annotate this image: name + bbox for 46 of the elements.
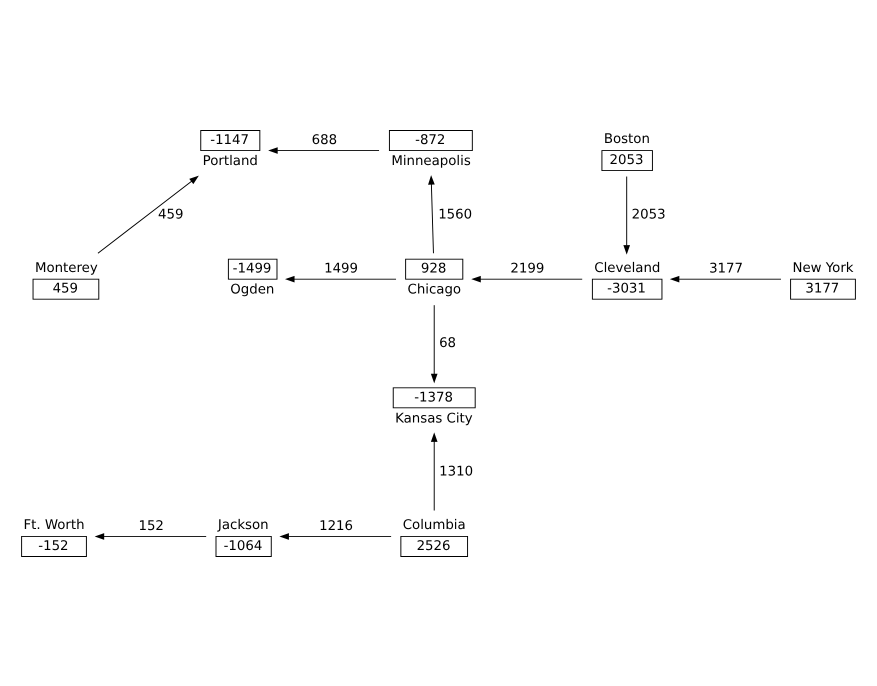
arrow (97, 175, 199, 254)
node-label: Monterey (34, 260, 98, 276)
node-box: 2526 (400, 535, 468, 556)
node-box: -3031 (592, 278, 662, 300)
arrow (268, 146, 380, 154)
arrow (623, 176, 630, 254)
node-label: Portland (202, 154, 258, 169)
node-label: Columbia (402, 518, 466, 533)
edge-label: 688 (312, 132, 338, 148)
arrow (430, 432, 438, 510)
node-label: Boston (604, 132, 650, 147)
edge-label: 2199 (510, 261, 544, 276)
edge-label: 68 (439, 336, 456, 351)
arrow (94, 532, 207, 540)
node-label: Kansas City (395, 410, 473, 426)
arrow (471, 275, 583, 282)
edge-label: 459 (158, 206, 184, 222)
edge-label: 1499 (324, 261, 358, 276)
edge-label: 2053 (632, 206, 666, 222)
node-box: 3177 (790, 278, 856, 300)
node-label: Chicago (408, 282, 462, 298)
edge-label: 1310 (439, 464, 474, 480)
node-box: -1147 (200, 130, 260, 151)
node-label: Ogden (230, 282, 274, 298)
edge-label: 152 (138, 518, 164, 534)
arrow (670, 275, 782, 282)
node-label: Minneapolis (391, 154, 471, 169)
arrow (428, 174, 435, 254)
arrow (430, 304, 438, 383)
node-box: -872 (388, 130, 473, 151)
node-box: -152 (21, 535, 87, 556)
node-box: -1499 (228, 258, 278, 280)
edge-label: 1216 (319, 518, 354, 534)
node-box: 928 (405, 258, 464, 280)
node-box: -1064 (216, 535, 272, 556)
node-box: -1378 (392, 386, 476, 408)
node-label: Jackson (218, 518, 269, 533)
node-box: 459 (32, 278, 100, 300)
edge-label: 1560 (438, 206, 472, 222)
edge-label: 3177 (709, 261, 743, 276)
node-box: 2053 (601, 150, 653, 171)
node-label: New York (792, 260, 854, 276)
arrow (279, 532, 392, 540)
node-label: Ft. Worth (24, 518, 85, 533)
node-label: Cleveland (594, 260, 660, 276)
arrow (285, 275, 397, 282)
